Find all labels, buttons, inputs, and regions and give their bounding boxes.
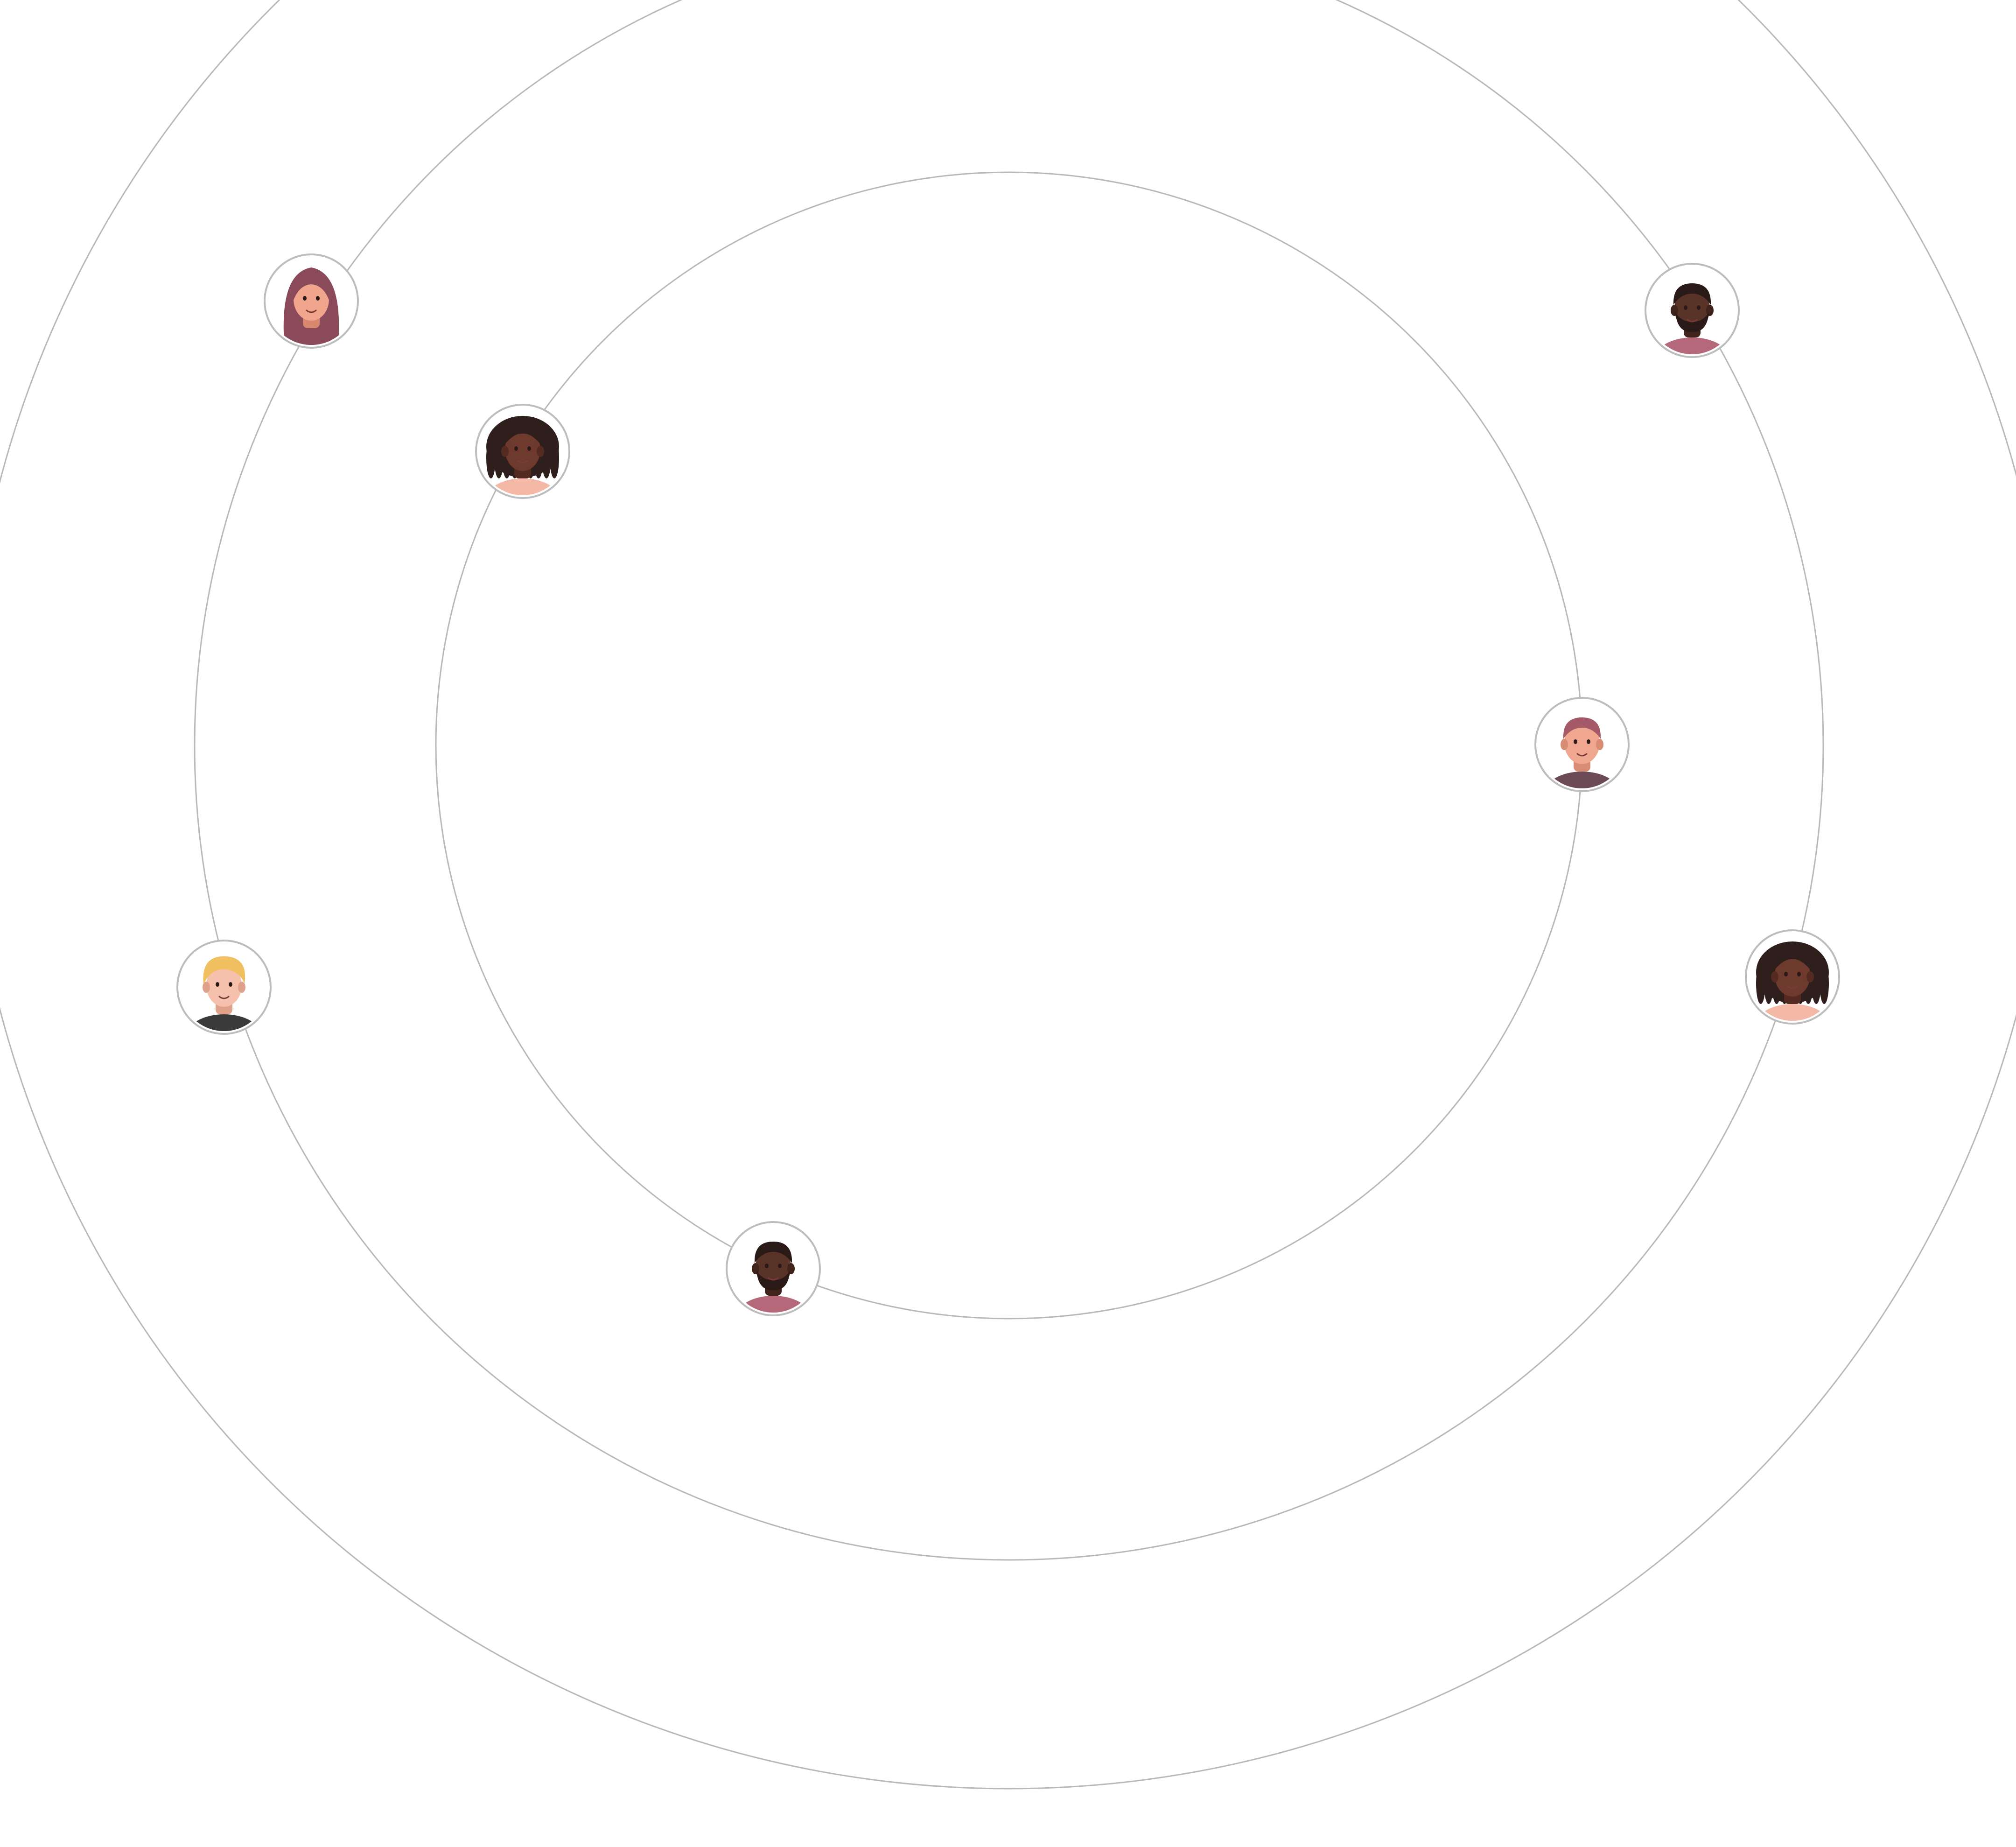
avatar-hijab-woman-icon [265,254,358,371]
avatar-bearded-man-bottom-icon [727,1222,820,1339]
avatar-locs-woman-outer-icon [1746,930,1839,1047]
avatar-bearded-man-top-right-icon [1645,264,1739,380]
orbit-ring-inner [436,172,1582,1319]
avatar-pink-hair-man-icon [1535,698,1629,815]
avatar-group [177,254,1839,1339]
avatar-blond-man-icon [177,941,271,1057]
